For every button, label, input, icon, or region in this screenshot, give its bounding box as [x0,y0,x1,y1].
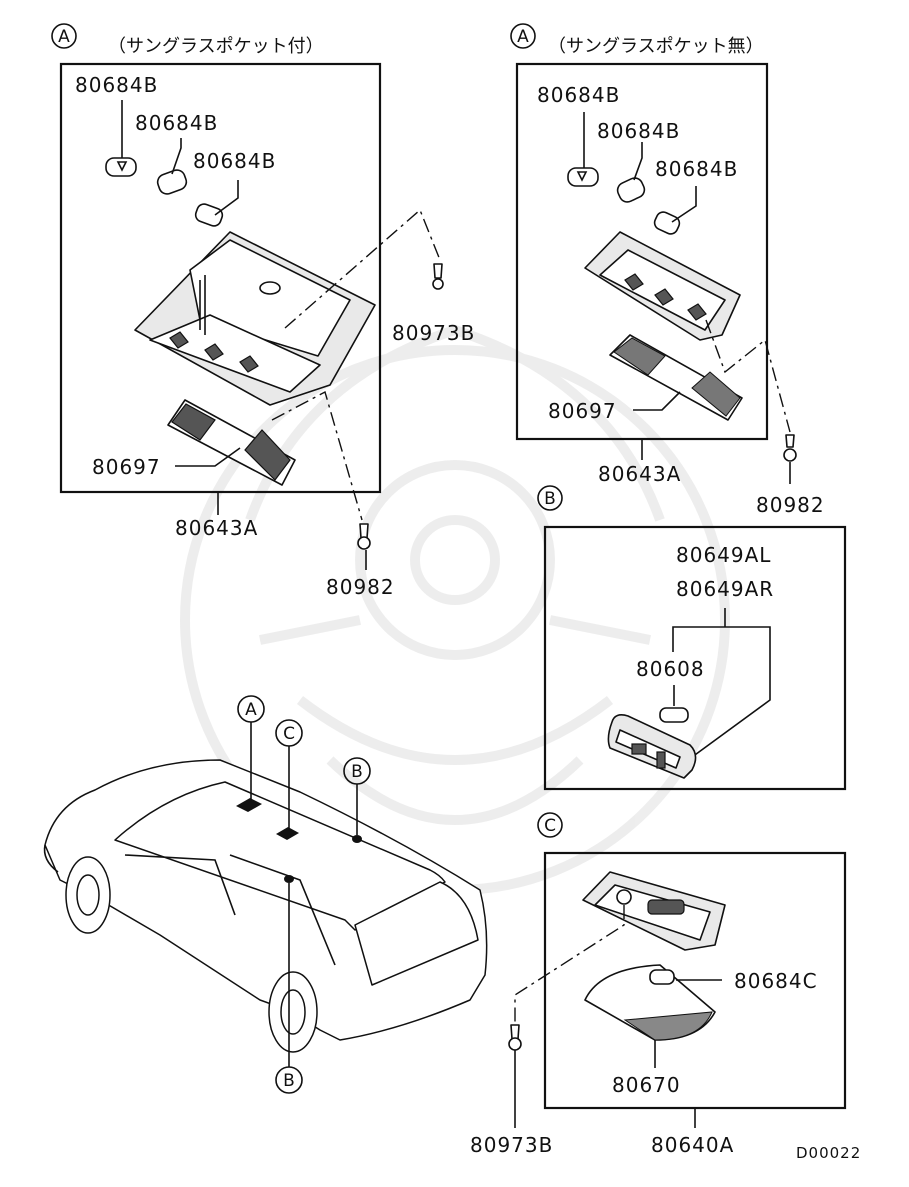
panel-b-lamp-r-label: 80649AR [676,577,774,601]
room-lamp-b [607,714,697,779]
panel-a2-title: （サングラスポケット無） [548,36,764,57]
panel-c-screw-label: 80973B [470,1133,553,1157]
panel-a-title: （サングラスポケット付） [108,36,324,57]
bulb-icon [653,211,681,235]
panel-c-lens-label: 80670 [612,1073,681,1097]
screw-icon [508,1024,522,1051]
panel-a-bulb-1-label: 80684B [75,73,158,97]
panel-a-screw-2-label: 80982 [326,575,395,599]
panel-a2-bulb-3-label: 80684B [655,157,738,181]
bulb-icon [156,169,188,195]
panel-a-bulb-3-label: 80684B [193,149,276,173]
screw-icon [357,523,371,550]
panel-a2-bulb-2-label: 80684B [597,119,680,143]
rear-lamp-b-mark [352,835,362,843]
lamp-housing [134,231,376,406]
panel-a-bulb-2-label: 80684B [135,111,218,135]
roof-lamp-a-mark [236,798,262,812]
screw-icon [783,434,797,462]
panel-b: B 80649AL 80649AR 80608 [537,485,847,791]
bulb-icon [649,969,675,985]
roof-lamp-c-mark [276,827,299,840]
panel-a2-bulb-1-label: 80684B [537,83,620,107]
vehicle-marker-a: A [245,700,257,720]
side-lamp-b-mark [284,875,294,883]
vehicle-illustration: A C B B [43,695,488,1094]
panel-c-marker: C [544,816,556,836]
panel-a-screw-label: 80973B [392,321,475,345]
panel-a2-lens-label: 80697 [548,399,617,423]
lens-cover [584,964,716,1041]
bulb-icon [567,167,599,187]
bulb-icon [616,177,646,203]
panel-a-without-pocket: A （サングラスポケット無） 80684B 80684B 80684B [510,23,825,517]
panel-a-marker-circle [51,23,77,49]
panel-b-lamp-l-label: 80649AL [676,543,771,567]
panel-a-lens-label: 80697 [92,455,161,479]
panel-a-with-pocket: A （サングラスポケット付） 80684B 80684B 80684B [51,23,475,599]
diagram-code: D00022 [796,1144,861,1162]
panel-a-frame [59,62,382,494]
panel-a2-marker: A [517,27,529,47]
panel-b-frame [543,525,847,791]
lens-cover [167,399,296,486]
panel-a2-assembly-label: 80643A [598,462,681,486]
vehicle-marker-b-rear: B [351,762,363,782]
bulb-icon [105,157,137,177]
lens-cover [609,334,743,421]
panel-b-marker: B [544,489,556,509]
screw-icon [432,263,444,290]
panel-b-bulb-label: 80608 [636,657,705,681]
panel-a-assembly-label: 80643A [175,516,258,540]
panel-c-assembly-label: 80640A [651,1133,734,1157]
panel-a-marker: A [58,27,70,47]
vehicle-marker-c: C [283,724,295,744]
panel-a2-screw-label: 80982 [756,493,825,517]
panel-c: C 80684C 80670 80973B 80640A [470,812,847,1157]
lamp-housing [582,871,726,951]
lamp-housing [584,231,741,341]
panel-c-bulb-label: 80684C [734,969,818,993]
bulb-icon [194,203,224,227]
vehicle-marker-b-side: B [283,1071,295,1091]
bulb-icon [659,707,689,723]
